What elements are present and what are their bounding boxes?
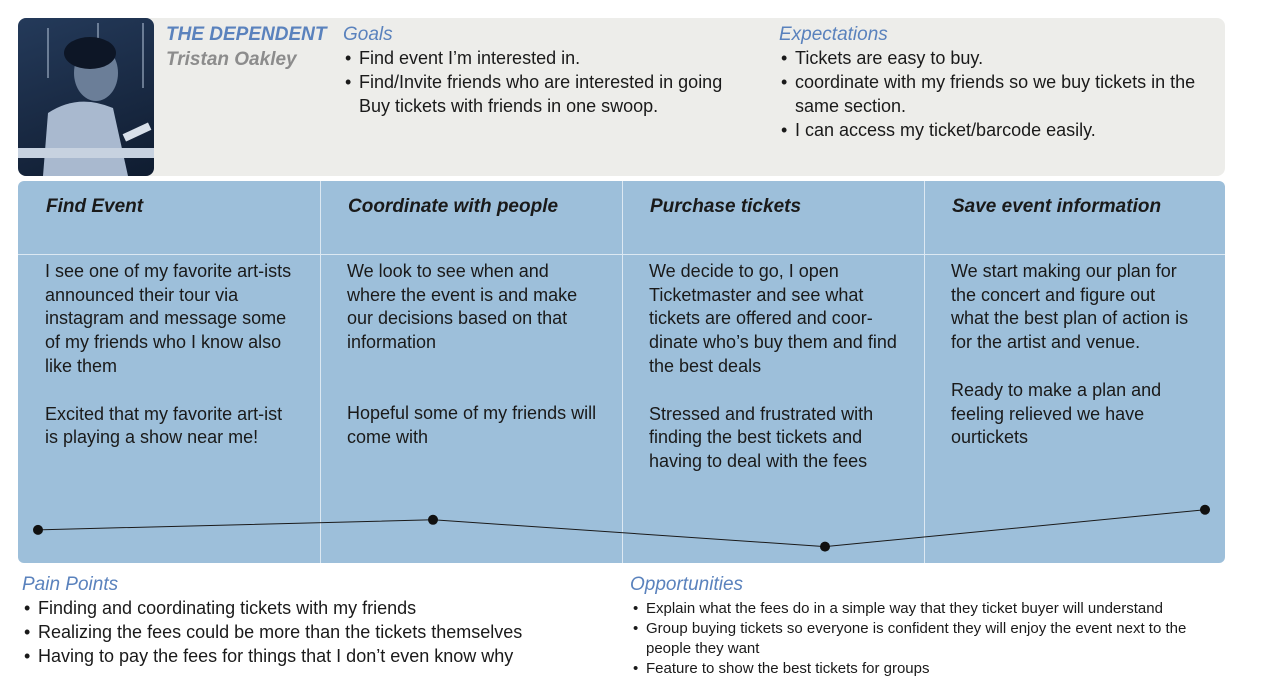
stage-title: Coordinate with people	[348, 196, 559, 217]
expectation-item: Tickets are easy to buy.	[781, 46, 1211, 70]
divider	[320, 181, 321, 563]
stage-content: We decide to go, I open Ticketmaster and…	[649, 260, 904, 498]
stage-feeling: Hopeful some of my friends will come wit…	[347, 403, 597, 447]
goals-title: Goals	[343, 24, 393, 45]
goal-item: Buy tickets with friends in one swoop.	[359, 96, 659, 116]
journey-panel	[18, 181, 1225, 563]
emotion-point	[33, 524, 43, 535]
stage-content: We start making our plan for the concert…	[951, 260, 1191, 474]
person-image-icon	[18, 23, 154, 176]
opportunity-item: Feature to show the best tickets for gro…	[633, 659, 1223, 679]
divider	[18, 254, 1225, 255]
emotion-point	[1200, 504, 1210, 515]
opportunities-title: Opportunities	[630, 574, 744, 595]
divider	[622, 181, 623, 563]
emotion-point	[820, 541, 830, 552]
stage-feeling: Excited that my favorite art-ist is play…	[45, 403, 283, 448]
opportunities-list: Explain what the fees do in a simple way…	[633, 599, 1223, 679]
stage-action: We decide to go, I open Ticketmaster and…	[649, 261, 897, 376]
opportunity-item: Group buying tickets so everyone is conf…	[633, 619, 1223, 659]
goal-item: Find event I’m interested in.	[345, 46, 775, 70]
stage-title: Purchase tickets	[650, 196, 802, 217]
expectations-list: Tickets are easy to buy. coordinate with…	[781, 46, 1211, 142]
stage-feeling: Stressed and frustrated with finding the…	[649, 403, 874, 471]
pain-points-title: Pain Points	[22, 574, 119, 595]
stage-feeling: Ready to make a plan and feeling relieve…	[951, 379, 1162, 448]
opportunity-item: Explain what the fees do in a simple way…	[633, 599, 1223, 619]
stage-action: We start making our plan for the concert…	[951, 261, 1189, 353]
persona-role: THE DEPENDENT	[166, 24, 327, 45]
stage-content: I see one of my favorite art-ists announ…	[45, 260, 300, 474]
stage-title: Save event information	[952, 196, 1162, 217]
pain-point-item: Having to pay the fees for things that I…	[24, 644, 604, 668]
pain-points-list: Finding and coordinating tickets with my…	[24, 596, 604, 668]
emotion-point	[428, 514, 438, 525]
goal-item: Find/Invite friends who are interested i…	[345, 70, 775, 94]
persona-photo	[18, 18, 154, 176]
stage-title: Find Event	[46, 196, 144, 217]
goals-list: Find event I’m interested in. Find/Invit…	[345, 46, 775, 118]
stage-action: We look to see when and where the event …	[347, 261, 578, 353]
expectation-item: coordinate with my friends so we buy tic…	[781, 70, 1211, 118]
expectations-title: Expectations	[779, 24, 888, 45]
expectation-item: I can access my ticket/barcode easily.	[781, 118, 1211, 142]
pain-point-item: Realizing the fees could be more than th…	[24, 620, 604, 644]
emotion-line	[37, 509, 1206, 548]
stage-action: I see one of my favorite art-ists announ…	[45, 261, 292, 376]
stage-content: We look to see when and where the event …	[347, 260, 597, 473]
pain-point-item: Finding and coordinating tickets with my…	[24, 596, 604, 620]
persona-name: Tristan Oakley	[166, 49, 297, 70]
divider	[924, 181, 925, 563]
